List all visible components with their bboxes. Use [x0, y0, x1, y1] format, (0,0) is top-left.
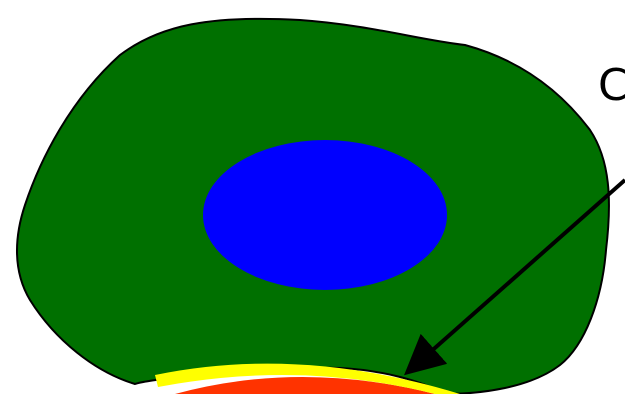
diagram-label: C — [598, 60, 625, 111]
nucleus — [203, 140, 447, 290]
